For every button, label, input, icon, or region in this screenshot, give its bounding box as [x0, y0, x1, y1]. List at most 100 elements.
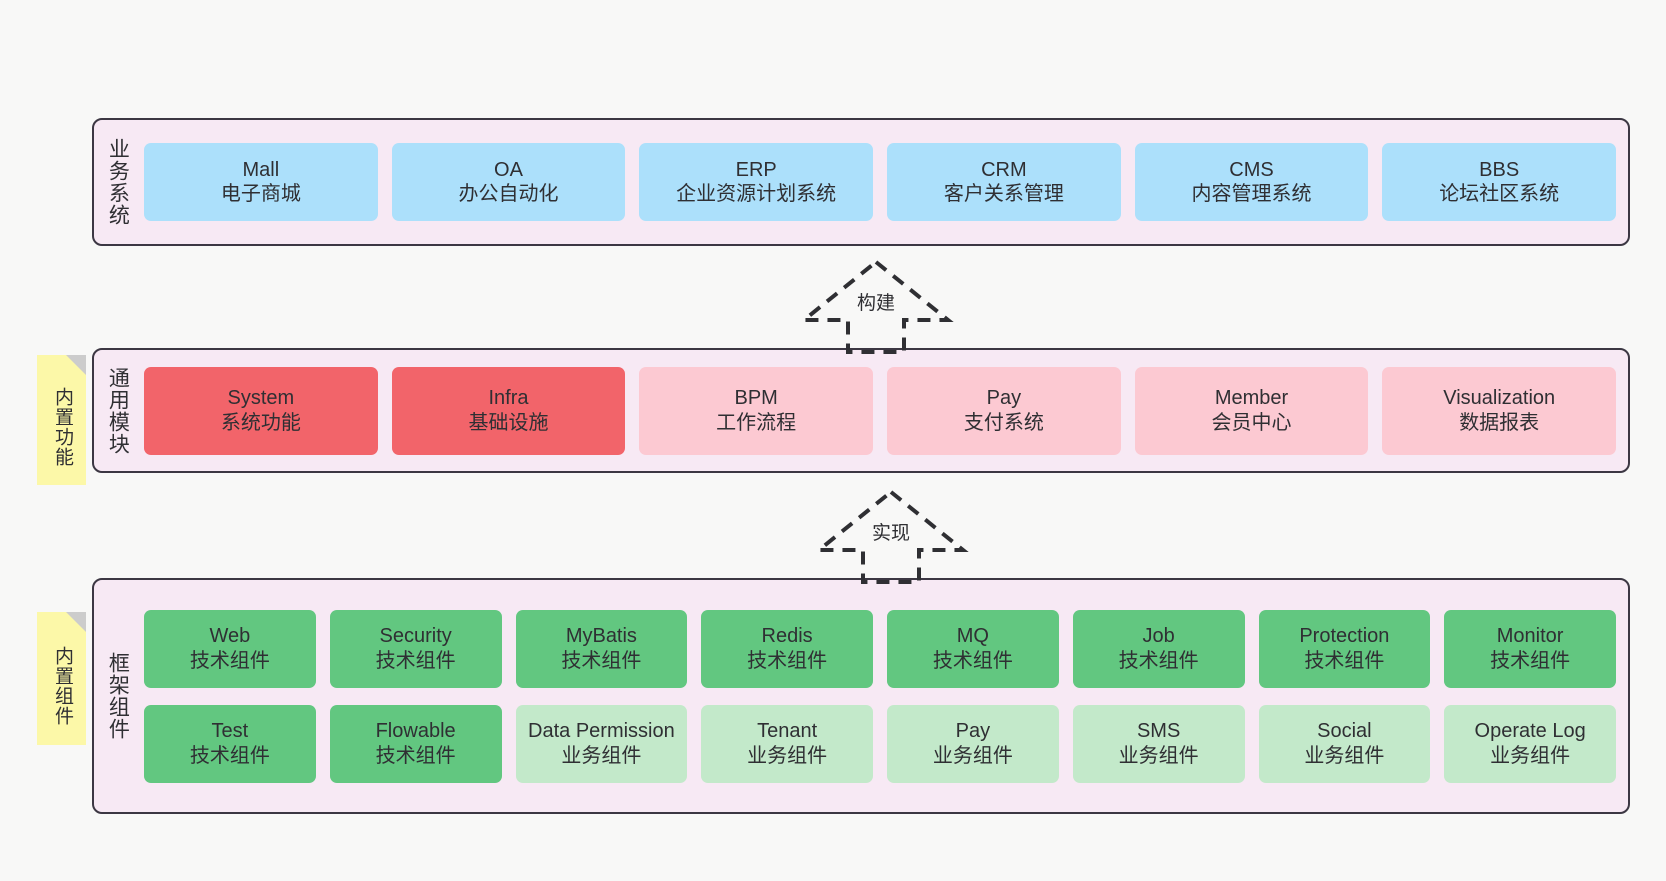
business-system-cards: Mall 电子商城 OA 办公自动化 ERP 企业资源计划系统 CRM 客户关系… — [140, 120, 1628, 244]
business-card-oa[interactable]: OA 办公自动化 — [391, 143, 626, 221]
card-desc: 业务组件 — [1490, 744, 1571, 767]
framework-component-cards: Web 技术组件 Security 技术组件 MyBatis 技术组件 Redi… — [140, 580, 1628, 812]
framework-tech-row: Web 技术组件 Security 技术组件 MyBatis 技术组件 Redi… — [144, 609, 1616, 688]
card-desc: 会员中心 — [1211, 411, 1292, 434]
arrow-implement: 实现 — [811, 486, 971, 584]
framework-card-data-permission[interactable]: Data Permission 业务组件 — [515, 704, 688, 783]
arrow-build-icon — [798, 259, 954, 354]
note-fold-icon — [66, 355, 86, 375]
business-system-layer: 业务系统 Mall 电子商城 OA 办公自动化 ERP 企业资源计划系统 CRM… — [92, 118, 1630, 246]
card-desc: 技术组件 — [375, 649, 456, 672]
card-name: Mall — [242, 158, 280, 181]
arrow-build: 构建 — [796, 256, 956, 354]
card-name: MyBatis — [565, 625, 637, 648]
card-desc: 办公自动化 — [458, 183, 559, 205]
framework-card-operate-log[interactable]: Operate Log 业务组件 — [1444, 704, 1616, 783]
card-desc: 电子商城 — [220, 183, 301, 205]
card-name: Tenant — [757, 720, 818, 743]
note-fold-icon — [66, 612, 86, 632]
framework-card-sms[interactable]: SMS 业务组件 — [1072, 704, 1245, 783]
framework-card-redis[interactable]: Redis 技术组件 — [701, 609, 873, 688]
business-system-layer-title: 业务系统 — [106, 138, 130, 226]
framework-card-job[interactable]: Job 技术组件 — [1072, 609, 1245, 688]
card-desc: 工作流程 — [716, 411, 797, 434]
card-desc: 业务组件 — [1118, 744, 1199, 767]
card-desc: 系统功能 — [220, 411, 301, 434]
card-name: Web — [209, 625, 251, 648]
card-desc: 技术组件 — [1304, 649, 1385, 672]
card-name: Member — [1214, 387, 1289, 410]
card-desc: 数据报表 — [1459, 411, 1540, 434]
card-name: Redis — [761, 625, 813, 648]
card-desc: 论坛社区系统 — [1439, 183, 1560, 205]
card-desc: 技术组件 — [1490, 649, 1571, 672]
framework-card-protection[interactable]: Protection 技术组件 — [1258, 609, 1431, 688]
card-name: ERP — [735, 158, 777, 181]
card-name: SMS — [1136, 720, 1181, 743]
common-module-layer-title: 通用模块 — [106, 366, 130, 455]
framework-component-layer: 框架组件 Web 技术组件 Security 技术组件 MyBatis 技术组件… — [92, 578, 1630, 814]
note-builtin-function-label: 内置功能 — [51, 387, 73, 467]
card-desc: 技术组件 — [561, 649, 642, 672]
card-desc: 业务组件 — [561, 744, 642, 767]
card-desc: 技术组件 — [932, 649, 1013, 672]
module-card-visualization[interactable]: Visualization 数据报表 — [1382, 366, 1617, 455]
framework-card-flowable[interactable]: Flowable 技术组件 — [329, 704, 502, 783]
card-desc: 技术组件 — [1118, 649, 1199, 672]
business-card-erp[interactable]: ERP 企业资源计划系统 — [639, 143, 874, 221]
framework-card-mybatis[interactable]: MyBatis 技术组件 — [515, 609, 688, 688]
note-builtin-component-label: 内置组件 — [51, 645, 73, 726]
card-name: Security — [379, 625, 452, 648]
framework-card-monitor[interactable]: Monitor 技术组件 — [1444, 609, 1616, 688]
framework-component-layer-title: 框架组件 — [106, 652, 130, 740]
business-card-mall[interactable]: Mall 电子商城 — [144, 143, 378, 221]
card-desc: 技术组件 — [747, 649, 828, 672]
card-name: Monitor — [1496, 625, 1564, 648]
card-name: Social — [1317, 720, 1372, 743]
card-desc: 客户关系管理 — [943, 183, 1064, 205]
business-system-row: Mall 电子商城 OA 办公自动化 ERP 企业资源计划系统 CRM 客户关系… — [144, 143, 1617, 221]
card-name: Protection — [1299, 625, 1390, 648]
framework-card-mq[interactable]: MQ 技术组件 — [887, 609, 1059, 688]
card-desc: 业务组件 — [1304, 744, 1385, 767]
card-desc: 基础设施 — [468, 411, 549, 434]
common-module-layer: 通用模块 System 系统功能 Infra 基础设施 BPM 工作流程 Pay… — [92, 348, 1630, 473]
card-name: CMS — [1229, 158, 1274, 181]
card-name: Pay — [986, 387, 1022, 410]
framework-card-pay[interactable]: Pay 业务组件 — [887, 704, 1059, 783]
note-builtin-function: 内置功能 — [37, 355, 86, 485]
module-card-pay[interactable]: Pay 支付系统 — [887, 366, 1121, 455]
business-card-bbs[interactable]: BBS 论坛社区系统 — [1382, 143, 1617, 221]
card-desc: 业务组件 — [747, 744, 828, 767]
card-name: Pay — [955, 720, 991, 743]
card-name: Test — [211, 720, 249, 743]
card-name: CRM — [981, 158, 1027, 181]
module-card-infra[interactable]: Infra 基础设施 — [391, 366, 626, 455]
card-name: Operate Log — [1474, 720, 1586, 743]
card-name: Job — [1142, 625, 1175, 648]
card-name: Visualization — [1443, 387, 1556, 410]
framework-business-row: Test 技术组件 Flowable 技术组件 Data Permission … — [144, 704, 1616, 783]
business-card-cms[interactable]: CMS 内容管理系统 — [1134, 143, 1369, 221]
framework-card-web[interactable]: Web 技术组件 — [144, 609, 316, 688]
module-card-bpm[interactable]: BPM 工作流程 — [639, 366, 874, 455]
arrow-implement-icon — [813, 489, 969, 584]
common-module-cards: System 系统功能 Infra 基础设施 BPM 工作流程 Pay 支付系统… — [140, 350, 1628, 471]
module-card-system[interactable]: System 系统功能 — [144, 366, 378, 455]
card-name: BBS — [1479, 158, 1520, 181]
card-name: Data Permission — [528, 720, 675, 743]
framework-card-security[interactable]: Security 技术组件 — [329, 609, 502, 688]
card-desc: 技术组件 — [375, 744, 456, 767]
card-name: Infra — [488, 387, 529, 410]
card-desc: 业务组件 — [932, 744, 1013, 767]
framework-card-social[interactable]: Social 业务组件 — [1258, 704, 1431, 783]
card-name: OA — [494, 158, 523, 181]
business-card-crm[interactable]: CRM 客户关系管理 — [887, 143, 1121, 221]
module-card-member[interactable]: Member 会员中心 — [1134, 366, 1369, 455]
card-desc: 企业资源计划系统 — [676, 183, 837, 205]
framework-card-tenant[interactable]: Tenant 业务组件 — [701, 704, 873, 783]
common-module-row: System 系统功能 Infra 基础设施 BPM 工作流程 Pay 支付系统… — [144, 366, 1617, 455]
card-name: Flowable — [375, 720, 456, 743]
framework-card-test[interactable]: Test 技术组件 — [144, 704, 316, 783]
